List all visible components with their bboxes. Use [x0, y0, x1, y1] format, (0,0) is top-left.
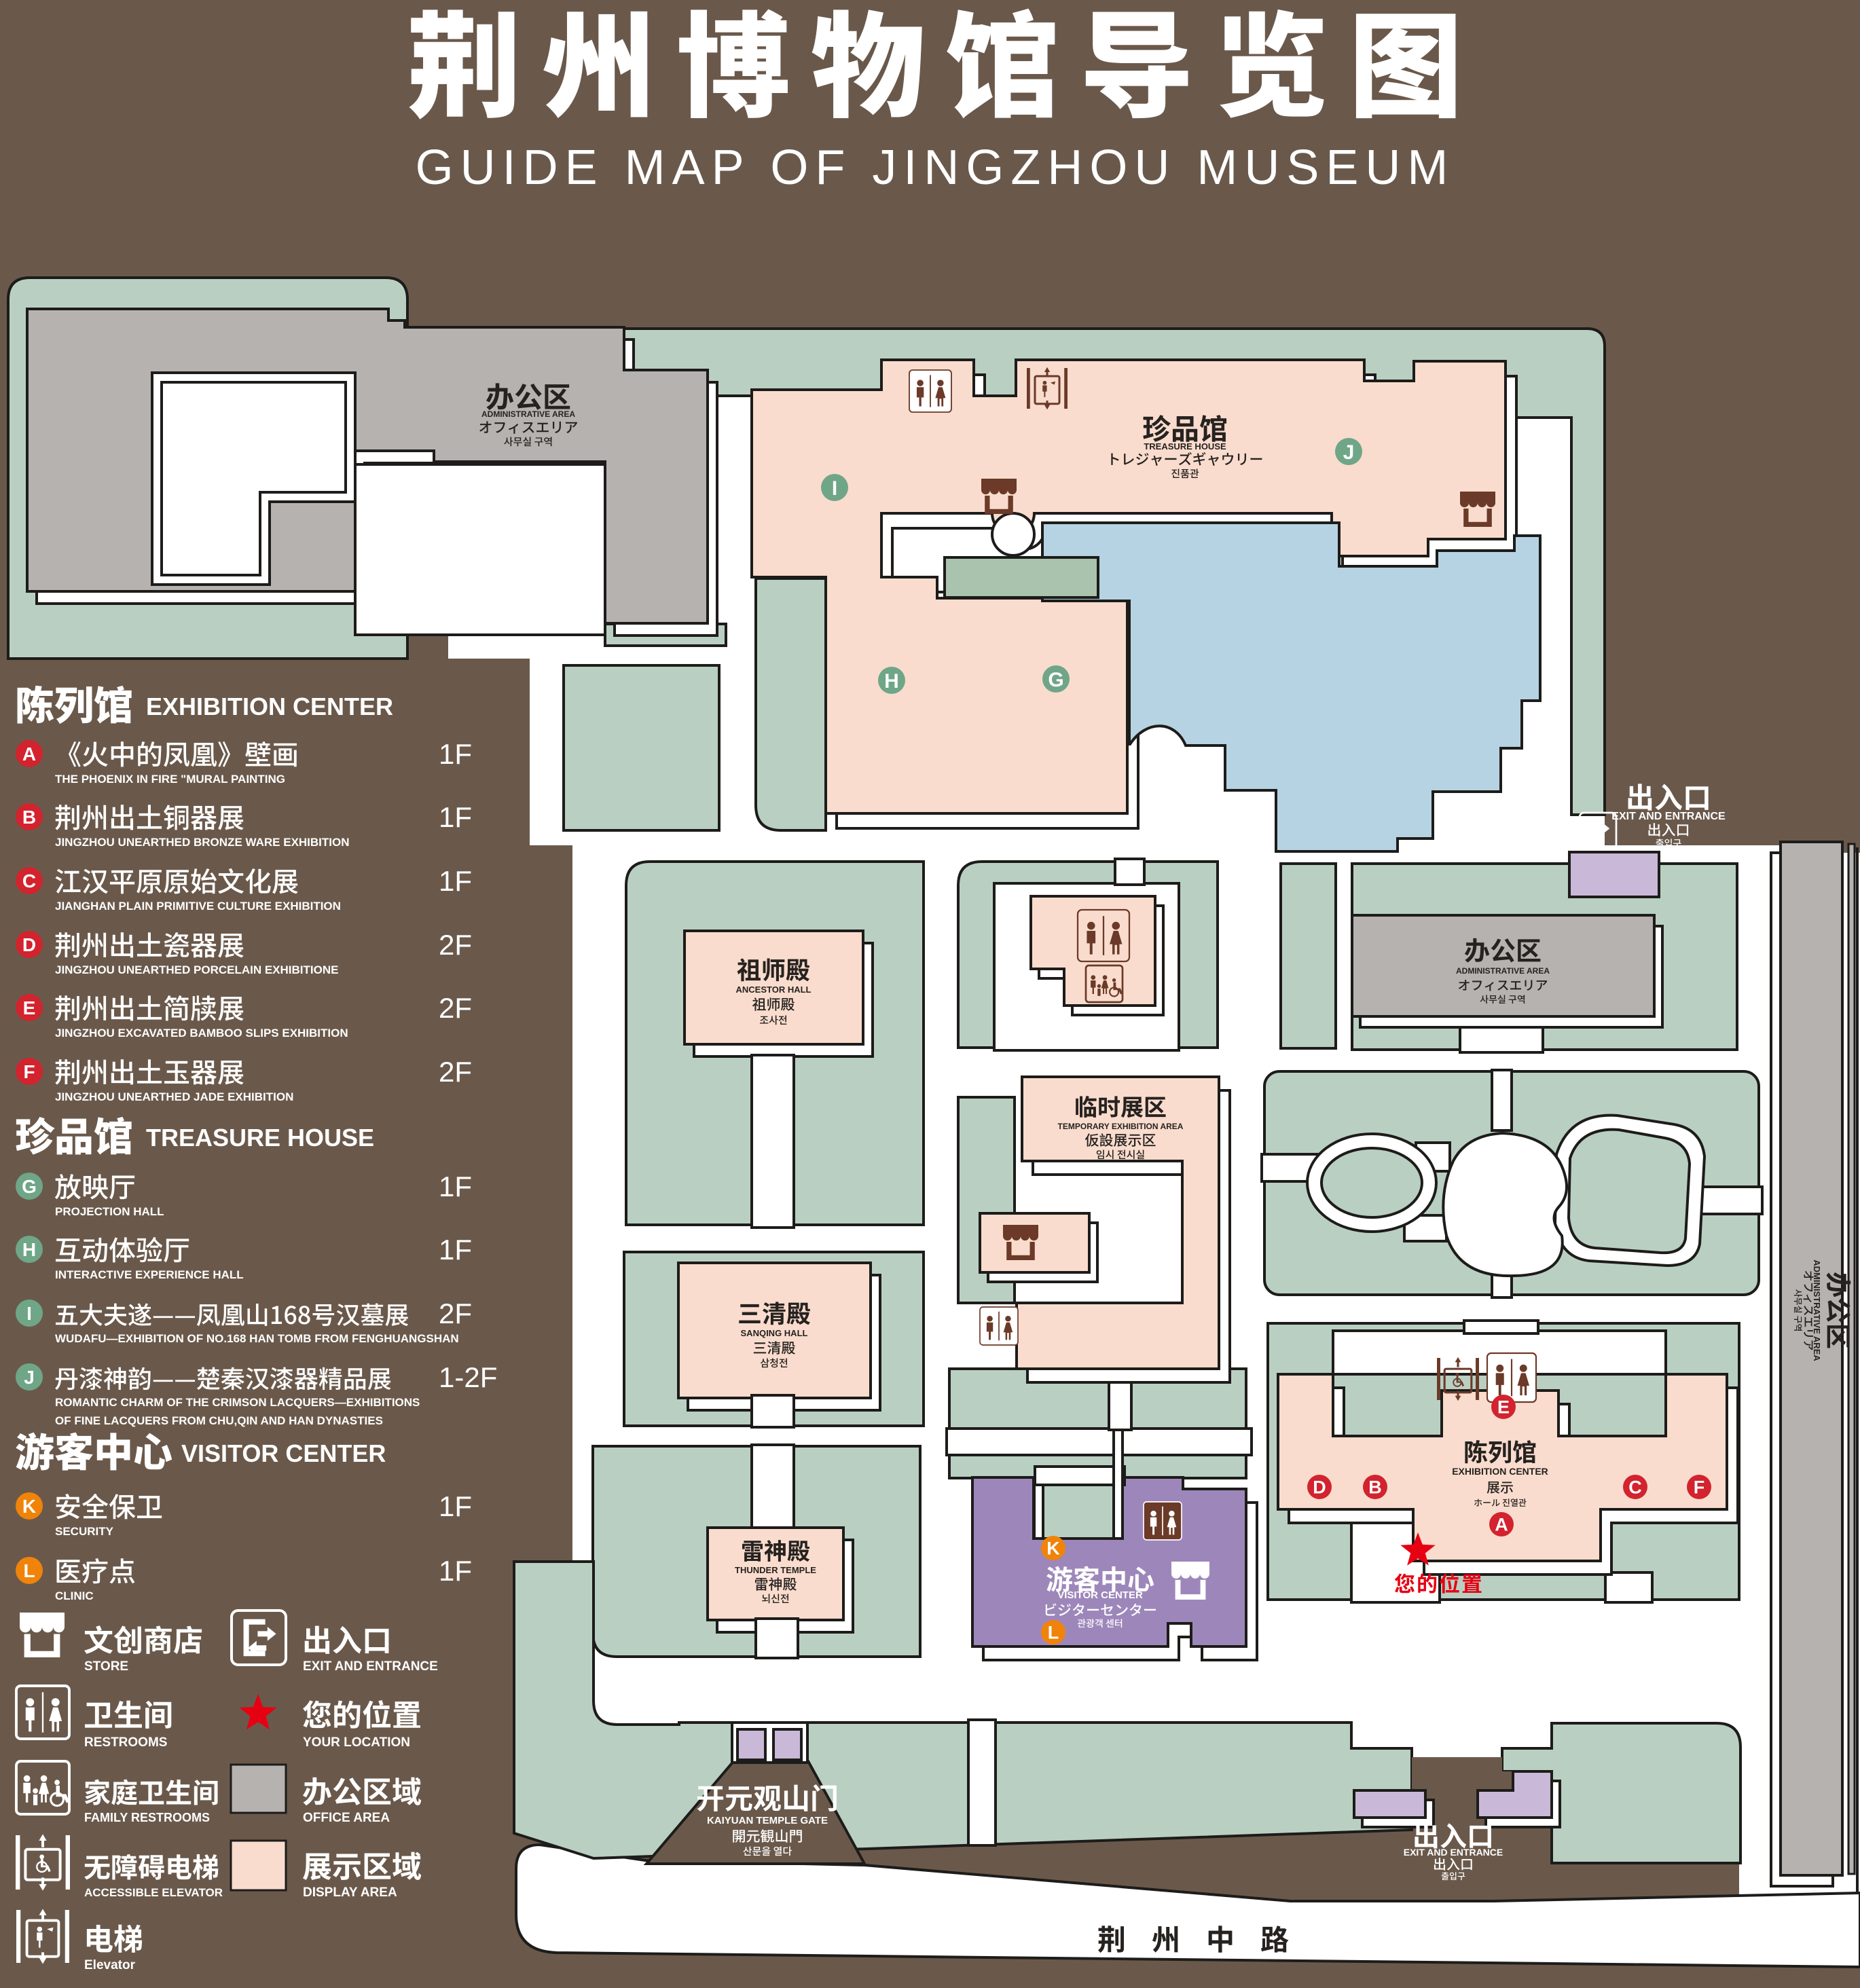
- svg-text:ANCESTOR HALL: ANCESTOR HALL: [736, 984, 812, 995]
- svg-text:TREASURE HOUSE: TREASURE HOUSE: [146, 1124, 374, 1152]
- svg-text:1F: 1F: [439, 1234, 472, 1266]
- svg-text:YOUR LOCATION: YOUR LOCATION: [303, 1735, 410, 1750]
- svg-text:E: E: [23, 997, 36, 1018]
- svg-text:WUDAFU—EXHIBITION OF NO.168 HA: WUDAFU—EXHIBITION OF NO.168 HAN TOMB FRO…: [55, 1332, 459, 1345]
- svg-text:EXIT AND ENTRANCE: EXIT AND ENTRANCE: [303, 1659, 438, 1674]
- svg-text:SANQING HALL: SANQING HALL: [741, 1328, 808, 1338]
- svg-text:OFFICE AREA: OFFICE AREA: [303, 1811, 390, 1825]
- svg-text:DISPLAY AREA: DISPLAY AREA: [303, 1885, 397, 1900]
- svg-text:C: C: [1628, 1477, 1642, 1498]
- svg-text:ADMINISTRATIVE AREA: ADMINISTRATIVE AREA: [1456, 966, 1550, 976]
- svg-text:1F: 1F: [439, 801, 472, 833]
- svg-text:E: E: [1497, 1397, 1510, 1418]
- svg-text:VISITOR CENTER: VISITOR CENTER: [181, 1439, 386, 1467]
- svg-text:I: I: [26, 1303, 32, 1324]
- svg-text:INTERACTIVE EXPERIENCE HALL: INTERACTIVE EXPERIENCE HALL: [55, 1268, 244, 1281]
- svg-text:L: L: [1048, 1623, 1059, 1643]
- svg-text:GUIDE MAP OF JINGZHOU MUSEUM: GUIDE MAP OF JINGZHOU MUSEUM: [416, 141, 1455, 195]
- svg-text:1-2F: 1-2F: [439, 1361, 497, 1393]
- svg-text:CLINIC: CLINIC: [55, 1589, 94, 1602]
- svg-text:TEMPORARY EXHIBITION AREA: TEMPORARY EXHIBITION AREA: [1058, 1122, 1184, 1131]
- svg-text:1F: 1F: [439, 865, 472, 897]
- svg-text:B: B: [1368, 1477, 1382, 1498]
- svg-text:EXHIBITION CENTER: EXHIBITION CENTER: [1452, 1466, 1548, 1477]
- svg-text:ACCESSIBLE ELEVATOR: ACCESSIBLE ELEVATOR: [84, 1886, 223, 1899]
- svg-text:K: K: [1046, 1539, 1060, 1559]
- svg-text:FAMILY RESTROOMS: FAMILY RESTROOMS: [84, 1811, 210, 1824]
- svg-text:EXIT AND ENTRANCE: EXIT AND ENTRANCE: [1611, 811, 1726, 822]
- svg-text:2F: 2F: [439, 992, 472, 1024]
- svg-text:JINGZHOU EXCAVATED BAMBOO SLIP: JINGZHOU EXCAVATED BAMBOO SLIPS EXHIBITI…: [55, 1027, 348, 1039]
- svg-text:JIANGHAN PLAIN PRIMITIVE CULTU: JIANGHAN PLAIN PRIMITIVE CULTURE EXHIBIT…: [55, 900, 341, 913]
- svg-text:OF FINE LACQUERS FROM CHU,QIN: OF FINE LACQUERS FROM CHU,QIN AND HAN DY…: [55, 1414, 383, 1427]
- svg-text:2F: 2F: [439, 929, 472, 961]
- svg-text:G: G: [22, 1176, 37, 1197]
- svg-text:F: F: [1694, 1477, 1705, 1498]
- svg-text:H: H: [22, 1239, 36, 1260]
- svg-text:C: C: [22, 870, 36, 891]
- svg-text:1F: 1F: [439, 1171, 472, 1202]
- svg-text:H: H: [884, 670, 899, 693]
- svg-text:F: F: [23, 1061, 35, 1082]
- svg-text:JINGZHOU UNEARTHED JADE EXHIBI: JINGZHOU UNEARTHED JADE EXHIBITION: [55, 1090, 293, 1103]
- svg-text:THUNDER TEMPLE: THUNDER TEMPLE: [735, 1565, 816, 1575]
- svg-text:D: D: [22, 934, 36, 955]
- svg-text:L: L: [23, 1560, 35, 1581]
- svg-text:B: B: [22, 807, 36, 828]
- svg-text:D: D: [1313, 1477, 1326, 1498]
- svg-text:JINGZHOU UNEARTHED BRONZE WARE: JINGZHOU UNEARTHED BRONZE WARE EXHIBITIO…: [55, 836, 350, 849]
- svg-text:STORE: STORE: [84, 1659, 128, 1674]
- svg-text:EXHIBITION CENTER: EXHIBITION CENTER: [146, 693, 393, 720]
- svg-text:J: J: [24, 1367, 35, 1388]
- svg-text:2F: 2F: [439, 1297, 472, 1329]
- svg-text:J: J: [1343, 441, 1355, 464]
- svg-text:SECURITY: SECURITY: [55, 1525, 114, 1538]
- svg-text:JINGZHOU UNEARTHED PORCELAIN E: JINGZHOU UNEARTHED PORCELAIN EXHIBITIONE: [55, 963, 338, 976]
- svg-text:1F: 1F: [439, 1555, 472, 1587]
- svg-text:ADMINISTRATIVE AREA: ADMINISTRATIVE AREA: [1812, 1259, 1822, 1361]
- svg-text:VISITOR CENTER: VISITOR CENTER: [1057, 1589, 1143, 1601]
- svg-text:ROMANTIC CHARM OF THE CRIMSON: ROMANTIC CHARM OF THE CRIMSON LACQUERS—E…: [55, 1396, 420, 1409]
- svg-text:G: G: [1048, 669, 1063, 691]
- svg-text:1F: 1F: [439, 1490, 472, 1522]
- svg-text:2F: 2F: [439, 1056, 472, 1088]
- svg-text:A: A: [22, 743, 36, 765]
- svg-text:TREASURE HOUSE: TREASURE HOUSE: [1144, 441, 1226, 452]
- svg-text:EXIT AND ENTRANCE: EXIT AND ENTRANCE: [1404, 1847, 1503, 1858]
- svg-text:PROJECTION HALL: PROJECTION HALL: [55, 1205, 164, 1218]
- svg-text:RESTROOMS: RESTROOMS: [84, 1735, 167, 1750]
- svg-text:Elevator: Elevator: [84, 1958, 136, 1972]
- svg-text:1F: 1F: [439, 738, 472, 770]
- svg-text:A: A: [1495, 1515, 1508, 1535]
- svg-text:THE PHOENIX IN FIRE "MURAL PAI: THE PHOENIX IN FIRE "MURAL PAINTING: [55, 773, 285, 786]
- svg-text:K: K: [22, 1496, 36, 1517]
- svg-text:I: I: [832, 477, 837, 500]
- svg-text:KAIYUAN TEMPLE GATE: KAIYUAN TEMPLE GATE: [707, 1815, 828, 1826]
- svg-text:ADMINISTRATIVE AREA: ADMINISTRATIVE AREA: [481, 409, 575, 419]
